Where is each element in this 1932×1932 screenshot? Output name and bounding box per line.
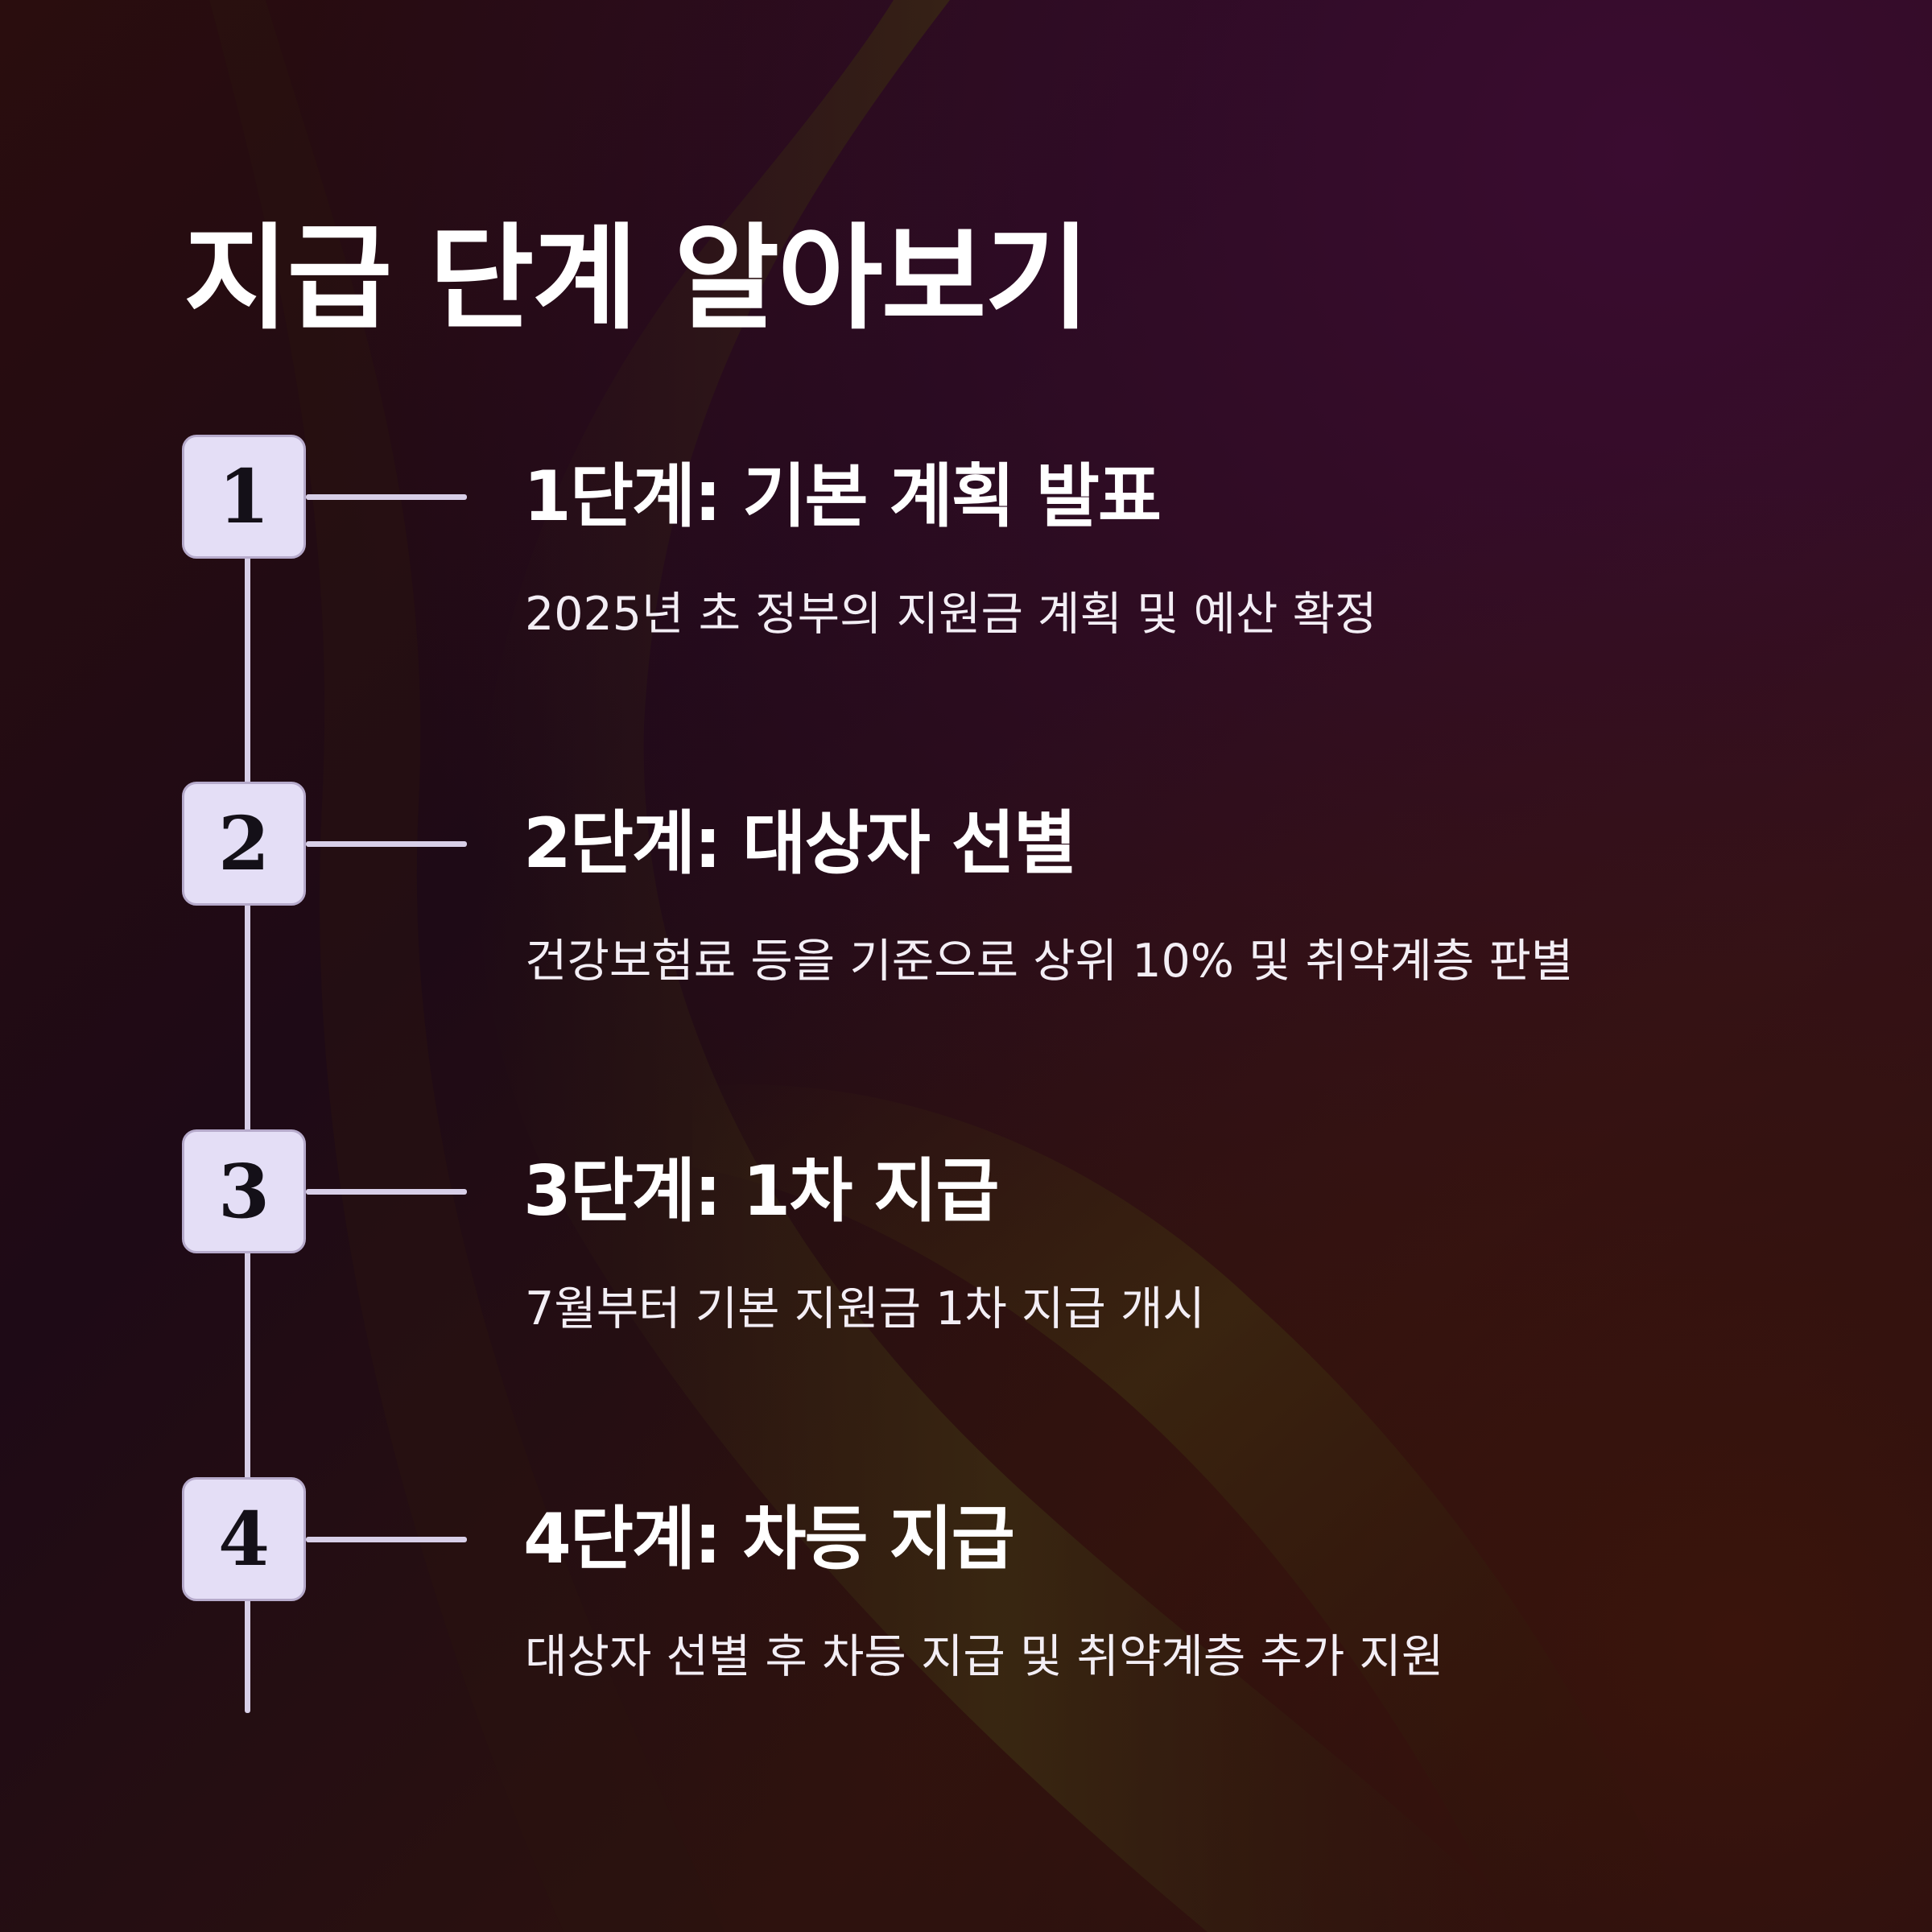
step-description: 7월부터 기본 지원금 1차 지급 개시 — [525, 1282, 1205, 1335]
step-number: 1 — [217, 453, 270, 540]
step-title: 4단계: 차등 지급 — [523, 1499, 1015, 1579]
step-description: 대상자 선별 후 차등 지급 및 취약계층 추가 지원 — [525, 1630, 1444, 1683]
step-number: 4 — [217, 1496, 270, 1583]
step-title: 2단계: 대상자 선별 — [523, 803, 1077, 884]
step-connector — [306, 841, 467, 847]
step-badge: 2 — [182, 782, 306, 906]
step-2: 2 2단계: 대상자 선별 건강보험료 등을 기준으로 상위 10% 및 취약계… — [0, 782, 1932, 1104]
step-3: 3 3단계: 1차 지급 7월부터 기본 지원금 1차 지급 개시 — [0, 1129, 1932, 1451]
step-1: 1 1단계: 기본 계획 발표 2025년 초 정부의 지원금 계획 및 예산 … — [0, 435, 1932, 757]
step-badge: 4 — [182, 1477, 306, 1601]
step-description: 건강보험료 등을 기준으로 상위 10% 및 취약계층 판별 — [525, 935, 1574, 988]
step-badge: 3 — [182, 1129, 306, 1253]
step-title: 1단계: 기본 계획 발표 — [523, 456, 1162, 537]
step-description: 2025년 초 정부의 지원금 계획 및 예산 확정 — [525, 588, 1377, 641]
page-title: 지급 단계 알아보기 — [184, 213, 1090, 345]
step-number: 2 — [217, 800, 270, 887]
timeline-line — [245, 493, 250, 1713]
step-4: 4 4단계: 차등 지급 대상자 선별 후 차등 지급 및 취약계층 추가 지원 — [0, 1477, 1932, 1799]
step-number: 3 — [217, 1148, 270, 1235]
step-badge: 1 — [182, 435, 306, 559]
step-connector — [306, 1537, 467, 1542]
step-title: 3단계: 1차 지급 — [523, 1151, 1000, 1232]
step-connector — [306, 494, 467, 500]
step-connector — [306, 1189, 467, 1195]
